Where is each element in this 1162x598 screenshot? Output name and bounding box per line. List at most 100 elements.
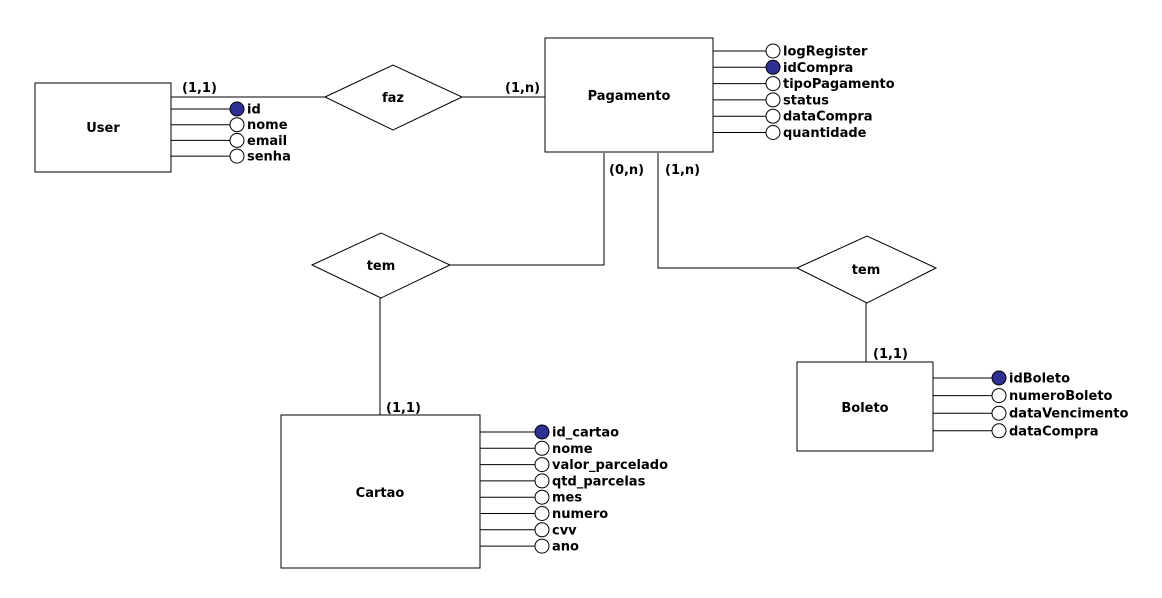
entity-user-name: User bbox=[86, 121, 120, 136]
attribute-cartao-id-cartao[interactable]: id_cartao bbox=[480, 424, 619, 441]
relationship-tem-cartao[interactable]: tem bbox=[310, 232, 452, 299]
attribute-cartao-ano[interactable]: ano bbox=[480, 538, 579, 555]
entity-cartao-name: Cartao bbox=[356, 486, 405, 501]
entity-pagamento-box[interactable] bbox=[544, 37, 714, 153]
attribute-user-senha[interactable]: senha bbox=[171, 148, 291, 165]
entity-boleto[interactable]: Boleto bbox=[796, 361, 934, 452]
cardinality-labels: (1,1) (1,n) (0,n) (1,n) (1,1) (1,1) bbox=[182, 81, 908, 416]
relationship-tem-cartao-diamond[interactable] bbox=[310, 232, 452, 299]
relationship-tem-boleto-name: tem bbox=[852, 263, 881, 278]
attributes-cartao: id_cartaonomevalor_parceladoqtd_parcelas… bbox=[480, 424, 668, 555]
key-attribute-dot-icon bbox=[229, 101, 245, 117]
cardinality-user-faz: (1,1) bbox=[182, 81, 217, 96]
attribute-user-email[interactable]: email bbox=[171, 132, 287, 149]
attribute-dot-icon bbox=[765, 76, 781, 92]
entity-pagamento-name: Pagamento bbox=[588, 89, 671, 104]
line-pagamento-tem-cartao bbox=[450, 153, 605, 266]
attribute-label: mes bbox=[552, 491, 582, 506]
attribute-dot-icon bbox=[991, 405, 1007, 421]
attribute-dot-icon bbox=[765, 125, 781, 140]
attribute-label: dataCompra bbox=[783, 110, 873, 125]
entity-pagamento[interactable]: Pagamento bbox=[544, 37, 714, 153]
cardinality-boleto-tem: (1,1) bbox=[873, 347, 908, 362]
attribute-label: nome bbox=[247, 118, 288, 133]
attribute-dot-icon bbox=[229, 148, 245, 164]
attribute-boleto-datavencimento[interactable]: dataVencimento bbox=[933, 405, 1128, 422]
attribute-dot-icon bbox=[991, 388, 1007, 404]
entity-user[interactable]: User bbox=[34, 82, 172, 173]
attribute-cartao-mes[interactable]: mes bbox=[480, 489, 582, 506]
key-attribute-dot-icon bbox=[765, 59, 781, 75]
key-attribute-dot-icon bbox=[534, 424, 550, 440]
entity-user-box[interactable] bbox=[34, 82, 172, 173]
attribute-cartao-numero[interactable]: numero bbox=[480, 506, 608, 523]
attribute-dot-icon bbox=[534, 522, 550, 538]
attribute-pagamento-datacompra[interactable]: dataCompra bbox=[713, 108, 873, 125]
relationship-tem-cartao-name: tem bbox=[367, 259, 396, 274]
attribute-dot-icon bbox=[229, 117, 245, 133]
cardinality-pagamento-boleto: (1,n) bbox=[665, 163, 700, 178]
attribute-label: nome bbox=[552, 442, 593, 457]
cardinality-cartao-tem: (1,1) bbox=[386, 401, 421, 416]
key-attribute-dot-icon bbox=[991, 370, 1007, 386]
attribute-dot-icon bbox=[765, 92, 781, 108]
relationship-tem-boleto-diamond[interactable] bbox=[795, 235, 938, 304]
connector-lines bbox=[171, 96, 867, 415]
attribute-dot-icon bbox=[534, 538, 550, 554]
attribute-pagamento-quantidade[interactable]: quantidade bbox=[713, 125, 867, 142]
attribute-label: ano bbox=[552, 540, 579, 555]
relationship-faz-name: faz bbox=[382, 91, 404, 106]
attribute-label: numero bbox=[552, 507, 608, 522]
attribute-dot-icon bbox=[534, 506, 550, 521]
attribute-label: dataVencimento bbox=[1009, 407, 1128, 422]
attribute-label: numeroBoleto bbox=[1009, 389, 1113, 404]
attribute-label: tipoPagamento bbox=[783, 77, 895, 92]
attribute-label: email bbox=[247, 134, 287, 149]
attribute-label: idBoleto bbox=[1009, 372, 1070, 387]
attribute-pagamento-tipopagamento[interactable]: tipoPagamento bbox=[713, 76, 895, 93]
attribute-label: senha bbox=[247, 150, 291, 165]
attribute-dot-icon bbox=[534, 489, 550, 505]
attribute-dot-icon bbox=[765, 43, 781, 59]
attribute-pagamento-status[interactable]: status bbox=[713, 92, 829, 109]
attribute-dot-icon bbox=[229, 132, 245, 148]
relationship-faz[interactable]: faz bbox=[323, 64, 464, 131]
attribute-dot-icon bbox=[534, 440, 550, 456]
entity-cartao-box[interactable] bbox=[280, 414, 481, 569]
attribute-cartao-qtd-parcelas[interactable]: qtd_parcelas bbox=[480, 473, 646, 490]
attributes-boleto: idBoleto numeroBoleto dataVencimento dataCo… bbox=[933, 370, 1128, 440]
attribute-dot-icon bbox=[765, 108, 781, 124]
relationship-tem-boleto[interactable]: tem bbox=[795, 235, 938, 304]
attribute-boleto-datacompra[interactable]: dataCompra bbox=[933, 423, 1099, 440]
relationship-faz-diamond[interactable] bbox=[323, 64, 464, 131]
attribute-user-nome[interactable]: nome bbox=[171, 117, 288, 134]
attribute-label: cvv bbox=[552, 523, 577, 538]
attribute-label: idCompra bbox=[783, 61, 853, 76]
attribute-label: dataCompra bbox=[1009, 424, 1099, 439]
attribute-dot-icon bbox=[534, 473, 550, 489]
attribute-label: id_cartao bbox=[552, 426, 619, 441]
attribute-cartao-cvv[interactable]: cvv bbox=[480, 522, 577, 539]
attribute-boleto-numeroboleto[interactable]: numeroBoleto bbox=[933, 388, 1113, 405]
attribute-pagamento-idcompra[interactable]: idCompra bbox=[713, 59, 853, 76]
attribute-cartao-nome[interactable]: nome bbox=[480, 440, 593, 457]
attribute-label: valor_parcelado bbox=[552, 458, 668, 473]
cardinality-pagamento-cartao: (0,n) bbox=[609, 163, 644, 178]
line-pagamento-tem-boleto bbox=[657, 153, 797, 269]
attribute-user-id[interactable]: id bbox=[171, 101, 261, 118]
attribute-label: status bbox=[783, 93, 829, 108]
cardinality-faz-pagamento: (1,n) bbox=[505, 81, 540, 96]
attribute-pagamento-logregister[interactable]: logRegister bbox=[713, 43, 868, 60]
attribute-label: logRegister bbox=[783, 45, 868, 60]
attribute-label: qtd_parcelas bbox=[552, 474, 646, 489]
entity-boleto-name: Boleto bbox=[841, 401, 888, 416]
attribute-label: id bbox=[247, 103, 261, 118]
entity-cartao[interactable]: Cartao bbox=[280, 414, 481, 569]
attribute-boleto-idboleto[interactable]: idBoleto bbox=[933, 370, 1070, 387]
attribute-dot-icon bbox=[991, 423, 1007, 439]
entity-boleto-box[interactable] bbox=[796, 361, 934, 452]
attribute-cartao-valor-parcelado[interactable]: valor_parcelado bbox=[480, 457, 668, 474]
